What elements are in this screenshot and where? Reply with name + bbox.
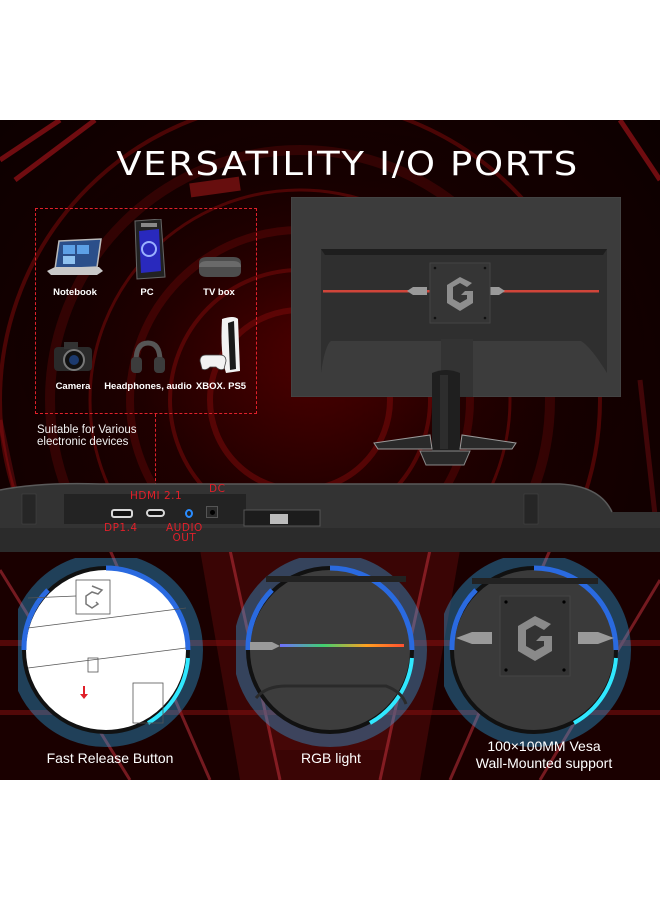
device-tv-box: TV box bbox=[182, 225, 256, 298]
feature-label-vesa: 100×100MM Vesa Wall-Mounted support bbox=[444, 738, 644, 772]
device-notebook: Notebook bbox=[38, 225, 112, 298]
vesa-mount-illustration bbox=[444, 558, 631, 747]
brand-logo-icon bbox=[447, 277, 473, 311]
rgb-light-illustration bbox=[236, 558, 427, 747]
hdmi-port bbox=[146, 509, 165, 517]
device-headphones: Headphones, audio bbox=[100, 319, 196, 392]
device-label: Headphones, audio bbox=[104, 381, 192, 392]
dc-label: DC bbox=[209, 483, 226, 495]
device-label: Notebook bbox=[53, 287, 97, 298]
caption-line-2: electronic devices bbox=[37, 436, 129, 448]
feature-label-fast-release: Fast Release Button bbox=[46, 750, 174, 766]
audio-out-port bbox=[185, 509, 193, 518]
page-title: VERSATILITY I/O PORTS bbox=[116, 144, 579, 183]
camera-icon bbox=[36, 319, 110, 375]
laptop-icon bbox=[38, 225, 112, 281]
headphones-icon bbox=[100, 319, 196, 375]
tv-box-icon bbox=[182, 225, 256, 281]
monitor-stand bbox=[373, 370, 517, 466]
monitor-back-view bbox=[291, 197, 621, 397]
audio-label-line-1: AUDIO bbox=[166, 522, 203, 534]
hdmi-leader-line bbox=[155, 414, 156, 486]
audio-out-label: AUDIO OUT bbox=[166, 522, 203, 544]
audio-label-line-2: OUT bbox=[172, 532, 197, 544]
caption-line-1: Suitable for Various bbox=[37, 424, 137, 436]
device-camera: Camera bbox=[36, 319, 110, 392]
devices-caption: Suitable for Various electronic devices bbox=[37, 424, 137, 448]
hdmi-label: HDMI 2.1 bbox=[130, 490, 183, 502]
monitor-bottom-edge bbox=[0, 482, 660, 552]
vesa-label-line-1: 100×100MM Vesa bbox=[487, 738, 601, 754]
device-label: XBOX. PS5 bbox=[195, 381, 247, 392]
desktop-tower-icon bbox=[110, 215, 184, 281]
device-pc: PC bbox=[110, 215, 184, 298]
compatible-devices-panel: Notebook PC TV box bbox=[35, 208, 257, 414]
displayport-port bbox=[111, 509, 133, 518]
device-label: TV box bbox=[203, 287, 235, 298]
device-label: Camera bbox=[55, 381, 91, 392]
dc-power-port bbox=[206, 506, 218, 518]
game-console-icon bbox=[184, 307, 258, 375]
device-label: PC bbox=[140, 287, 154, 298]
device-game-console: XBOX. PS5 bbox=[184, 307, 258, 392]
vesa-label-line-2: Wall-Mounted support bbox=[475, 755, 613, 771]
brand-logo-icon bbox=[518, 616, 552, 661]
fast-release-illustration bbox=[18, 558, 203, 747]
dp-label: DP1.4 bbox=[104, 522, 138, 534]
port-panel: HDMI 2.1 DC DP1.4 AUDIO OUT bbox=[0, 472, 660, 552]
product-banner: VERSATILITY I/O PORTS Notebook bbox=[0, 120, 660, 780]
feature-label-rgb: RGB light bbox=[301, 750, 361, 766]
